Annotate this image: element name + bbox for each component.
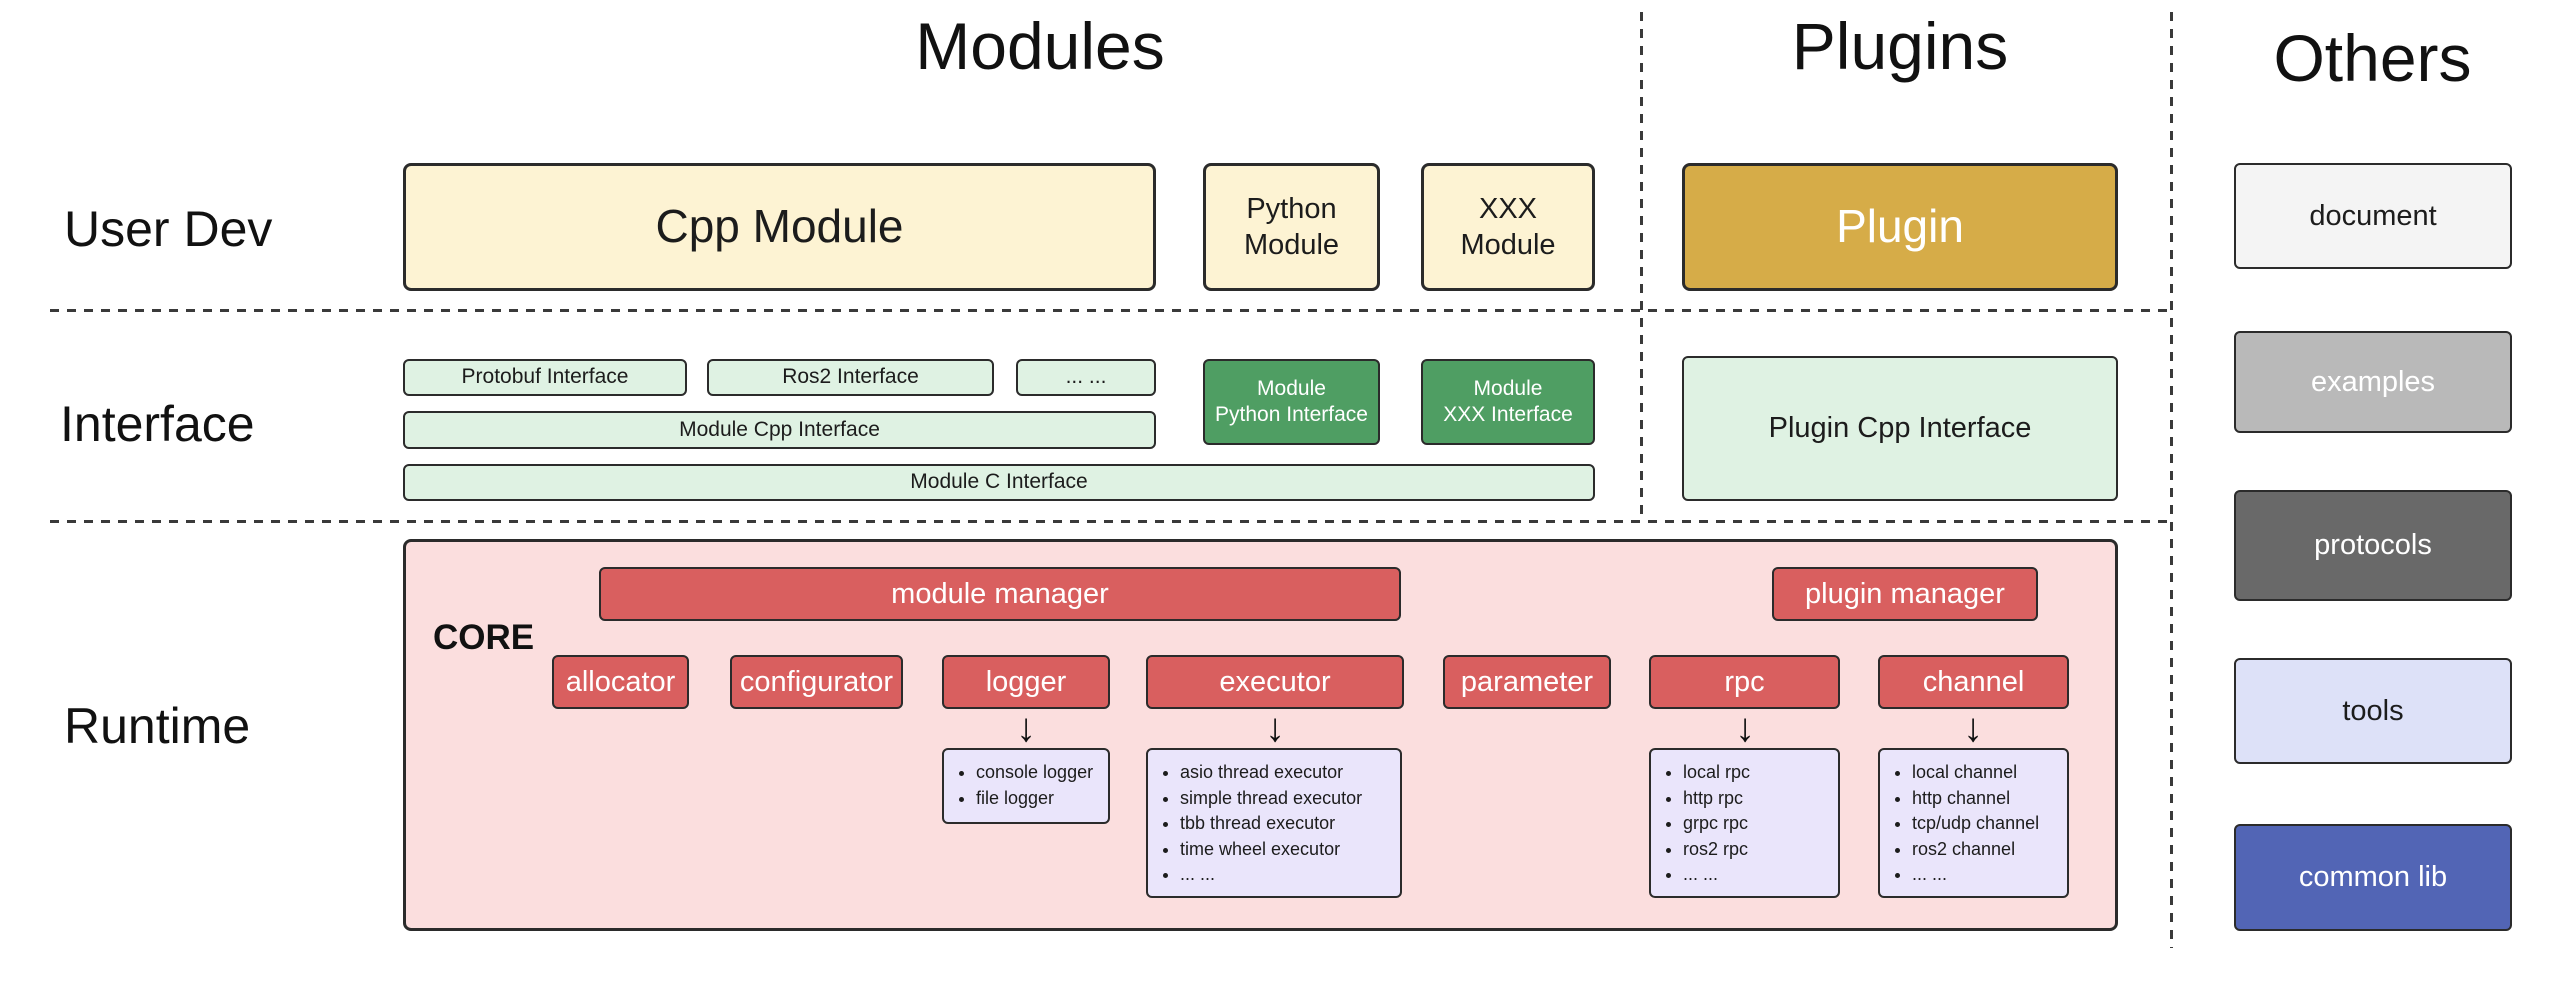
arrow-down-icon: ↓: [1016, 706, 1036, 750]
core-label: CORE: [433, 618, 535, 657]
logger-impl-box: console loggerfile logger: [942, 748, 1110, 824]
plugin-cpp-interface-box: Plugin Cpp Interface: [1682, 356, 2118, 501]
list-item: tcp/udp channel: [1912, 811, 2039, 837]
others-examples-box: examples: [2234, 331, 2512, 433]
module-c-interface-box: Module C Interface: [403, 464, 1595, 501]
list-item: ... ...: [1683, 862, 1750, 888]
list-item: local rpc: [1683, 760, 1750, 786]
divider-userdev-interface: [50, 309, 2174, 312]
protobuf-interface-box: Protobuf Interface: [403, 359, 687, 396]
list-item: file logger: [976, 786, 1093, 812]
row-label-interface: Interface: [60, 396, 255, 452]
rpc-box: rpc: [1649, 655, 1840, 709]
module-manager-box: module manager: [599, 567, 1401, 621]
divider-interface-runtime: [50, 520, 2174, 523]
list-item: ros2 channel: [1912, 837, 2039, 863]
list-item: ... ...: [1912, 862, 2039, 888]
channel-impl-box: local channelhttp channeltcp/udp channel…: [1878, 748, 2069, 898]
list-item: ... ...: [1180, 862, 1362, 888]
plugin-manager-box: plugin manager: [1772, 567, 2038, 621]
python-module-box: Python Module: [1203, 163, 1380, 291]
channel-box: channel: [1878, 655, 2069, 709]
cpp-module-box: Cpp Module: [403, 163, 1156, 291]
row-label-user-dev: User Dev: [64, 201, 273, 257]
others-tools-box: tools: [2234, 658, 2512, 764]
list-item: http channel: [1912, 786, 2039, 812]
others-protocols-box: protocols: [2234, 490, 2512, 601]
column-header-modules: Modules: [915, 9, 1165, 83]
module-cpp-interface-box: Module Cpp Interface: [403, 411, 1156, 449]
row-label-runtime: Runtime: [64, 698, 251, 754]
arrow-down-icon: ↓: [1735, 706, 1755, 750]
list-item: grpc rpc: [1683, 811, 1750, 837]
list-item: ros2 rpc: [1683, 837, 1750, 863]
channel-impl-list: local channelhttp channeltcp/udp channel…: [1912, 760, 2039, 888]
parameter-box: parameter: [1443, 655, 1611, 709]
executor-impl-box: asio thread executorsimple thread execut…: [1146, 748, 1402, 898]
plugin-box: Plugin: [1682, 163, 2118, 291]
list-item: asio thread executor: [1180, 760, 1362, 786]
others-document-box: document: [2234, 163, 2512, 269]
logger-box: logger: [942, 655, 1110, 709]
xxx-module-box: XXX Module: [1421, 163, 1595, 291]
arrow-down-icon: ↓: [1963, 706, 1983, 750]
list-item: tbb thread executor: [1180, 811, 1362, 837]
divider-plugins-others: [2170, 12, 2173, 948]
column-header-others: Others: [2273, 21, 2472, 95]
executor-impl-list: asio thread executorsimple thread execut…: [1180, 760, 1362, 888]
column-header-plugins: Plugins: [1791, 9, 2009, 83]
list-item: console logger: [976, 760, 1093, 786]
list-item: time wheel executor: [1180, 837, 1362, 863]
more-interfaces-box: ... ...: [1016, 359, 1156, 396]
arrow-down-icon: ↓: [1265, 706, 1285, 750]
module-python-interface-box: Module Python Interface: [1203, 359, 1380, 445]
rpc-impl-box: local rpchttp rpcgrpc rpcros2 rpc... ...: [1649, 748, 1840, 898]
logger-impl-list: console loggerfile logger: [976, 760, 1093, 811]
list-item: simple thread executor: [1180, 786, 1362, 812]
allocator-box: allocator: [552, 655, 689, 709]
module-xxx-interface-box: Module XXX Interface: [1421, 359, 1595, 445]
configurator-box: configurator: [730, 655, 903, 709]
ros2-interface-box: Ros2 Interface: [707, 359, 994, 396]
list-item: local channel: [1912, 760, 2039, 786]
others-common-lib-box: common lib: [2234, 824, 2512, 931]
divider-modules-plugins: [1640, 12, 1643, 520]
list-item: http rpc: [1683, 786, 1750, 812]
rpc-impl-list: local rpchttp rpcgrpc rpcros2 rpc... ...: [1683, 760, 1750, 888]
executor-box: executor: [1146, 655, 1404, 709]
